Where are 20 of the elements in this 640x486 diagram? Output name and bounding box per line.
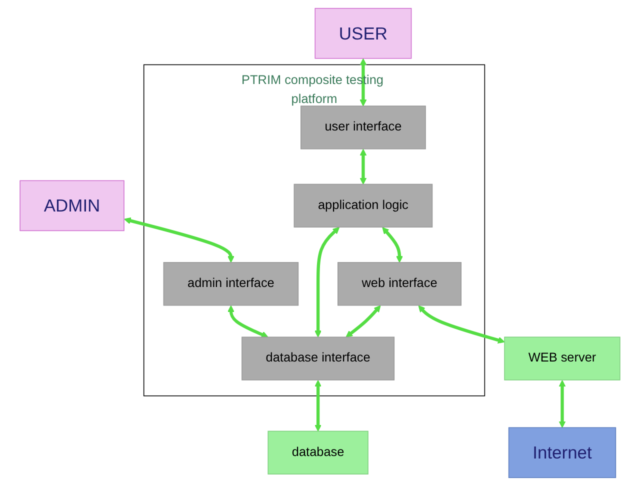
arrow <box>314 227 340 338</box>
node-box: user interface <box>300 106 426 150</box>
node-box: web interface <box>338 262 462 306</box>
arrow <box>124 217 234 263</box>
node-box: Internet <box>508 427 616 478</box>
node-box: admin interface <box>163 262 299 306</box>
arrow <box>382 227 403 263</box>
arrow <box>360 148 367 185</box>
node-box: application logic <box>294 184 433 228</box>
node-box: ADMIN <box>20 180 124 232</box>
arrow <box>418 305 505 344</box>
arrow <box>360 58 367 106</box>
arrow <box>558 380 566 428</box>
node-box: WEB server <box>504 336 620 380</box>
node-box: database <box>268 430 368 474</box>
node-box: USER <box>314 8 412 59</box>
arrow <box>346 305 381 338</box>
arrow <box>227 305 268 338</box>
arrow <box>314 380 322 432</box>
node-box: database interface <box>242 336 395 380</box>
